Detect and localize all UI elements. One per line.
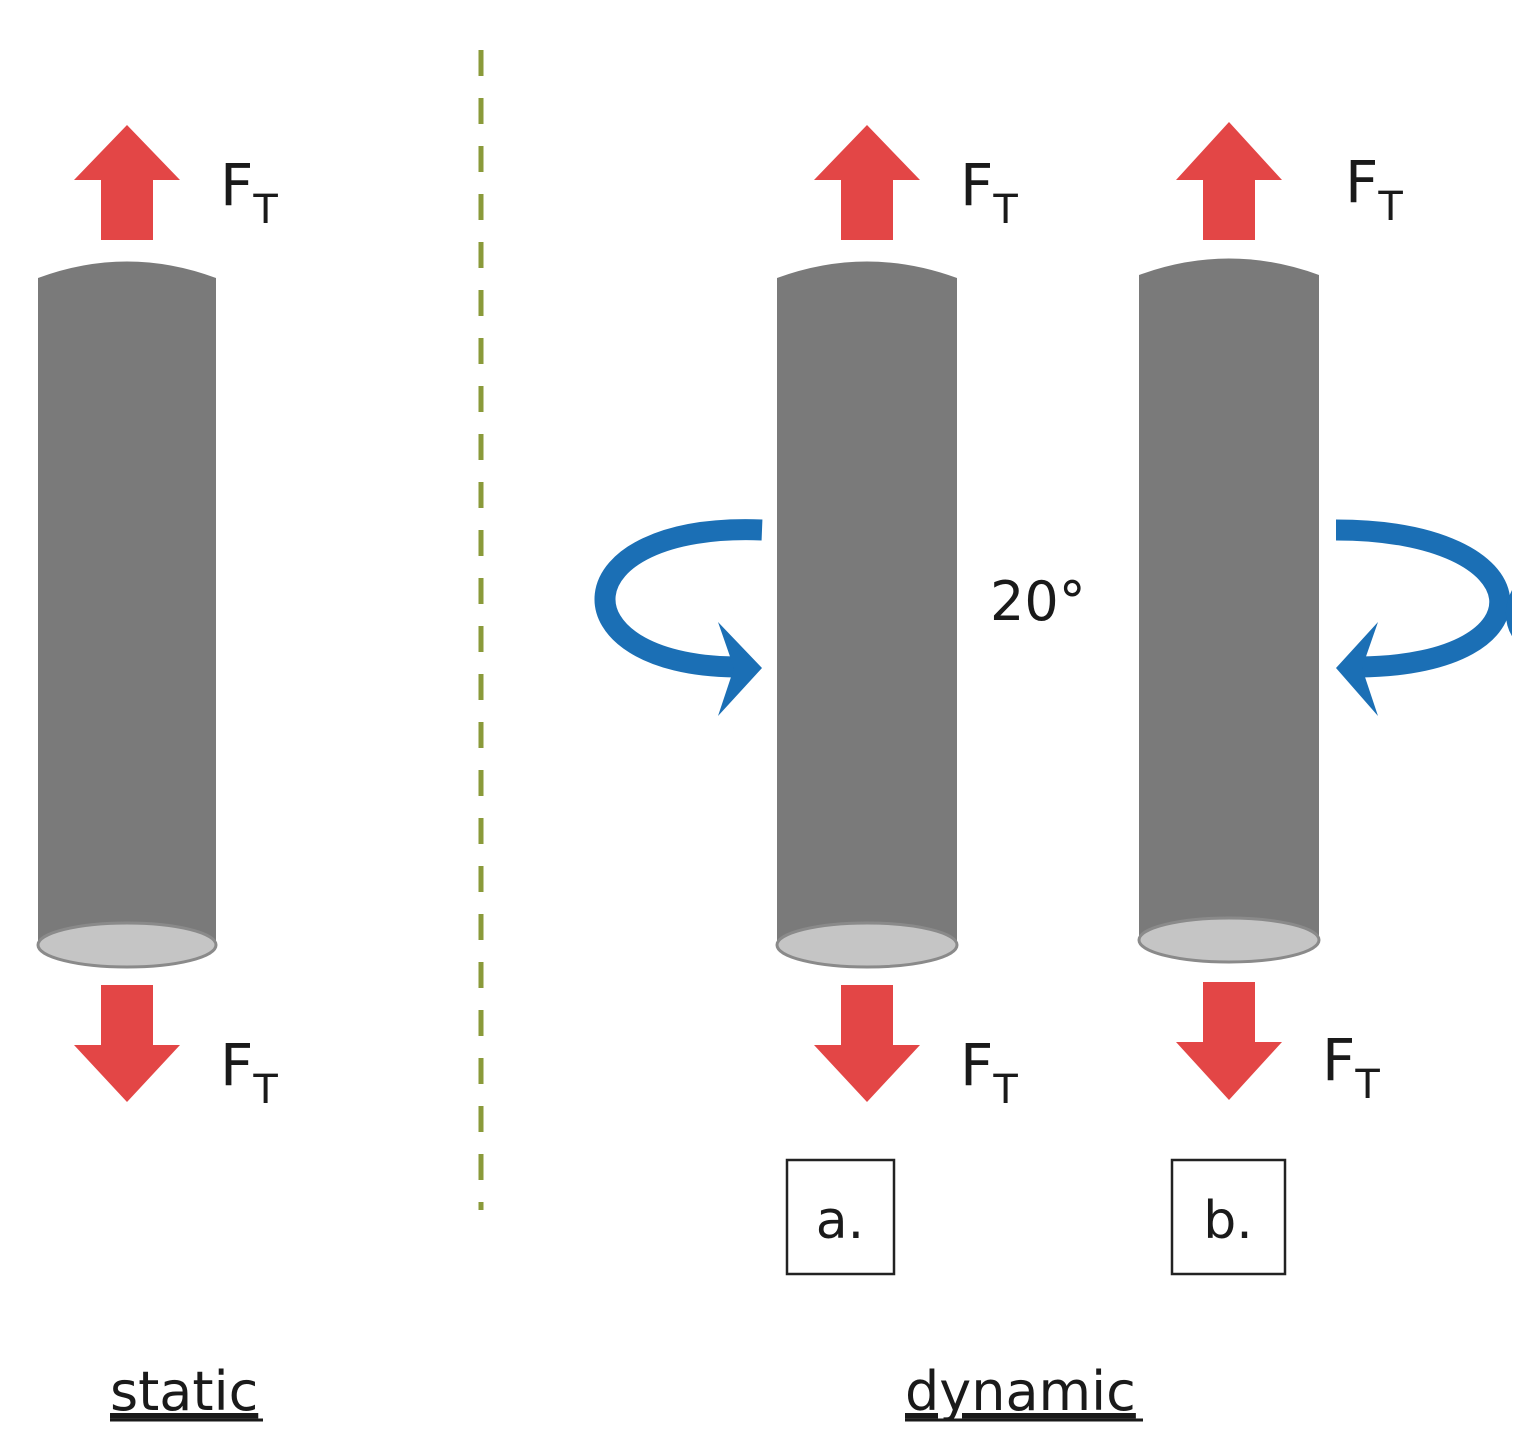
static-rod-group: FT FT [36, 125, 278, 1113]
dynamic-rod-a-group: FT FT a. [594, 125, 1018, 1276]
static-top-force-label: FT [220, 151, 278, 233]
static-caption: static [110, 1360, 258, 1423]
rod-a-top-force-arrow [814, 125, 920, 240]
dynamic-rod-b [1137, 258, 1321, 964]
rod-b-top-force-label: FT [1345, 148, 1403, 230]
rod-a-rotation-arrow-icon [594, 519, 763, 716]
sub-label-a-box [785, 1158, 896, 1276]
static-bottom-force-label: FT [220, 1031, 278, 1113]
sub-label-b: b. [1203, 1191, 1253, 1251]
rod-a-bottom-force-label: FT [960, 1031, 1018, 1113]
rod-a-bottom-force-arrow [814, 985, 920, 1102]
rod-b-top-force-arrow [1176, 122, 1282, 240]
dynamic-rod-a-bottom-face [775, 921, 959, 969]
static-rod [36, 261, 218, 969]
sub-label-b-box [1170, 1158, 1287, 1276]
dynamic-caption: dynamic [905, 1360, 1136, 1423]
rod-b-rotation-arrow-icon [1335, 519, 1512, 716]
static-top-force-arrow [74, 125, 180, 240]
static-rod-bottom-face [36, 921, 218, 969]
rotation-angle-label: 20° [990, 570, 1086, 633]
sub-label-a: a. [816, 1191, 864, 1251]
rod-a-top-force-label: FT [960, 151, 1018, 233]
dynamic-rod-b-bottom-face [1137, 916, 1321, 964]
rod-b-bottom-force-label: FT [1322, 1026, 1380, 1108]
rod-b-bottom-force-arrow [1176, 982, 1282, 1100]
dynamic-rod-b-group: FT FT b. [1137, 122, 1512, 1276]
dynamic-rod-a [775, 261, 959, 969]
static-bottom-force-arrow [74, 985, 180, 1102]
